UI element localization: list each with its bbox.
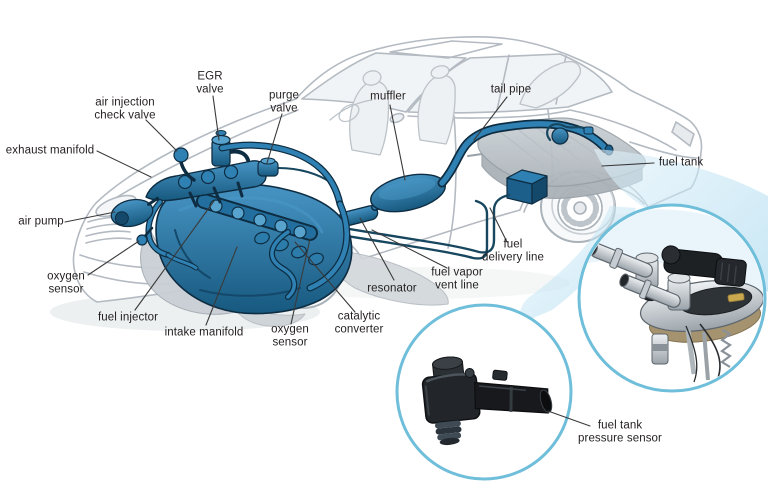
leader-egr-valve xyxy=(212,95,220,141)
grille-ribs xyxy=(85,216,132,244)
leader-fuel-vapor-vent-line xyxy=(371,229,448,269)
leader-resonator xyxy=(359,217,395,281)
leader-fuel-injector xyxy=(134,200,215,311)
fuel-tank-pressure-sensor-shape xyxy=(421,356,553,446)
intake-manifold-shape xyxy=(254,231,324,266)
fuel-pump-top-shape xyxy=(546,123,594,145)
trunk-cut xyxy=(629,141,698,159)
leader-fuel-tank xyxy=(601,162,655,167)
engine-hoses xyxy=(145,141,351,300)
exhaust-manifold-shape xyxy=(145,160,267,208)
leader-air-pump xyxy=(64,211,116,223)
fuel-rail-shape xyxy=(196,193,318,241)
air-pump-shape xyxy=(110,196,160,228)
leader-fuel-tank-pressure-sensor xyxy=(547,410,591,427)
leader-tail-pipe xyxy=(473,96,508,141)
beltline xyxy=(407,109,677,151)
oxygen-sensor-front-shape xyxy=(136,226,154,246)
b-pillar xyxy=(496,54,510,111)
sensor-threads xyxy=(434,420,462,446)
egr-valve-shape xyxy=(211,130,250,167)
seats xyxy=(329,60,582,156)
leader-air-injection-check-valve xyxy=(145,119,178,152)
side-mirror xyxy=(389,112,405,124)
leader-purge-valve xyxy=(266,113,283,164)
leader-muffler xyxy=(389,104,406,181)
leader-lines xyxy=(64,95,655,427)
leader-oxygen-sensor-front xyxy=(87,240,140,276)
fuel-injector-coils xyxy=(209,199,307,239)
fuel-pump-module-shape xyxy=(587,241,763,383)
leader-catalytic-converter xyxy=(294,241,356,313)
vapor-canister-shape xyxy=(506,169,548,205)
leader-oxygen-sensor-rear xyxy=(290,238,311,325)
purge-valve-shape xyxy=(257,157,331,183)
air-injection-check-valve-shape xyxy=(173,147,196,182)
leader-exhaust-manifold xyxy=(96,150,152,178)
sunroof xyxy=(389,40,503,59)
engine-assembly xyxy=(110,130,449,327)
front-door-cut xyxy=(447,115,457,249)
leader-intake-manifold xyxy=(205,246,238,326)
tail-light xyxy=(671,121,695,147)
callout-circle-pressure-sensor xyxy=(395,303,573,481)
leader-fuel-delivery-line xyxy=(489,207,508,243)
engine-block-shape xyxy=(155,183,353,315)
callout-circle-fuel-pump-module xyxy=(577,203,767,393)
engine-gray-mass-right xyxy=(329,249,449,306)
